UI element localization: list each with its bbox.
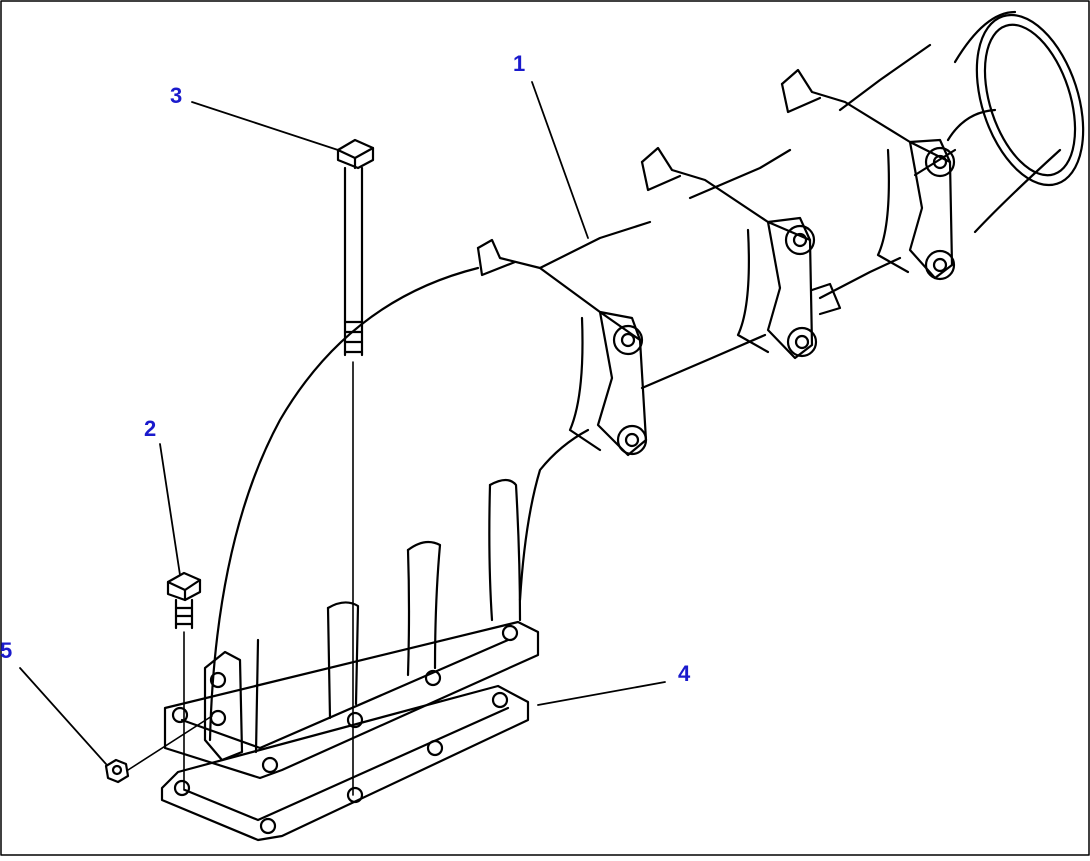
callout-4: 4 <box>678 661 691 686</box>
part-5-nut <box>104 715 213 784</box>
callout-3: 3 <box>170 83 183 108</box>
callout-2: 2 <box>144 416 157 441</box>
leader-5 <box>19 667 107 765</box>
part-2-short-bolt <box>166 571 202 791</box>
leader-3 <box>191 101 339 151</box>
callout-1: 1 <box>513 51 526 76</box>
part-3-long-bolt <box>336 138 375 796</box>
part-4-gasket <box>160 620 540 842</box>
leader-lines <box>19 81 666 765</box>
callout-5: 5 <box>0 638 13 663</box>
leader-4 <box>537 681 666 706</box>
leader-2 <box>159 443 181 576</box>
part-1-manifold-pipe <box>203 10 1085 762</box>
leader-1 <box>531 81 589 239</box>
